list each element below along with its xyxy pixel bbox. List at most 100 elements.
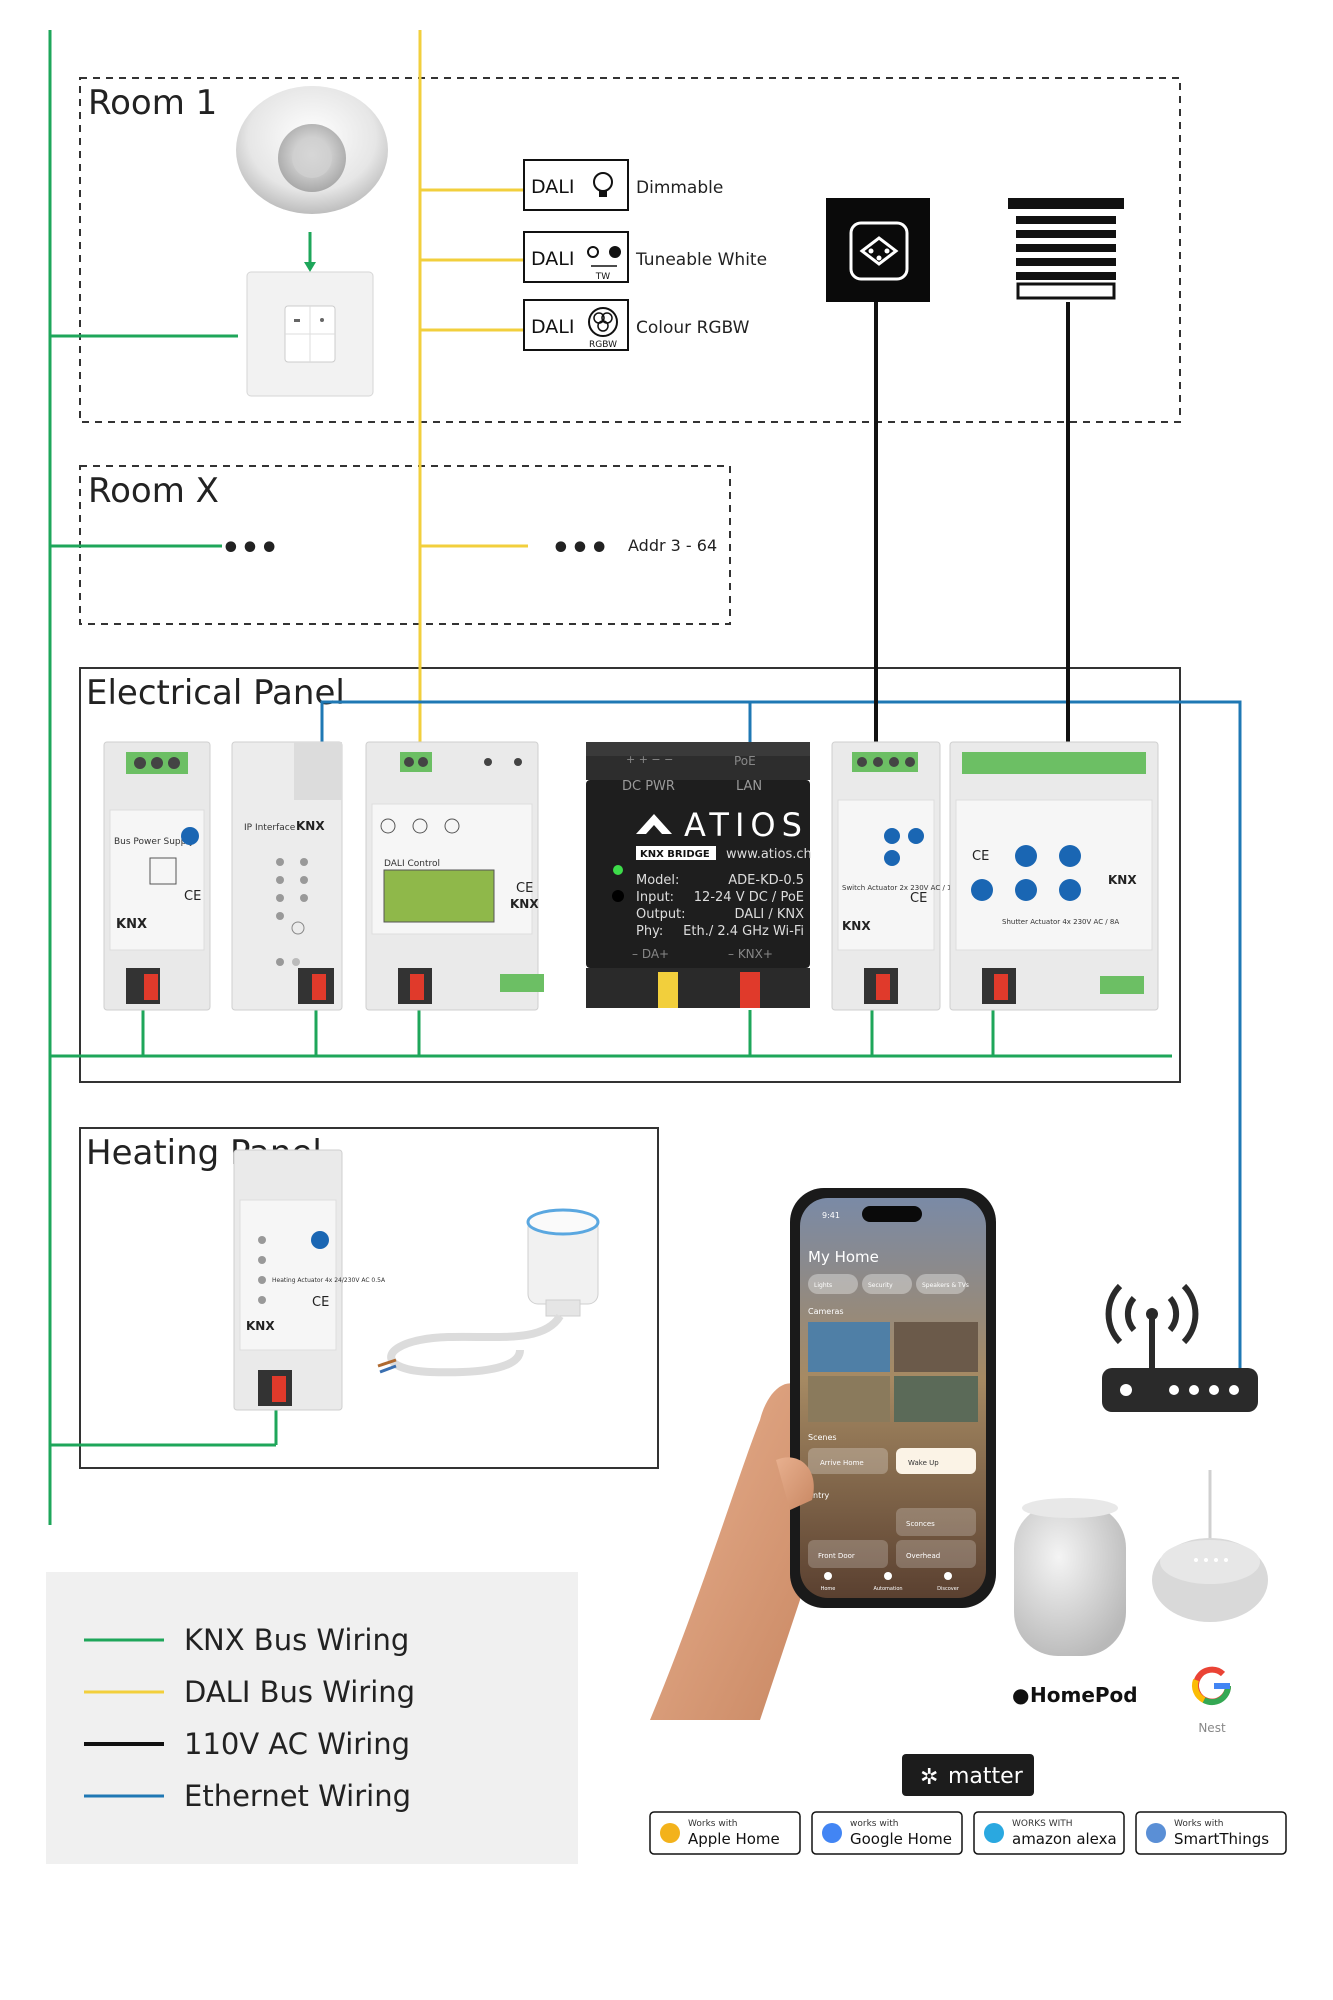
phone-scenes: Arrive Home Wake Up [808,1448,976,1474]
bulb-icon [593,172,613,197]
electrical-panel-label: Electrical Panel [86,673,345,713]
svg-text:Overhead: Overhead [906,1552,940,1560]
svg-text:amazon alexa: amazon alexa [1012,1830,1117,1848]
phone-tab-bar: Home Automation Discover [821,1572,960,1592]
phone-tab[interactable]: Automation [873,1572,903,1592]
phone-scene-tile[interactable]: Wake Up [896,1448,976,1474]
atios-spec-key: Model: [636,873,679,888]
phone-chip[interactable]: Lights [808,1274,858,1294]
phone-scene-tile[interactable]: Arrive Home [808,1448,888,1474]
svg-text:Automation: Automation [873,1586,902,1592]
sun-icon [587,246,621,267]
matter-badge: ✲ matter [902,1754,1034,1796]
legend-label: DALI Bus Wiring [184,1675,415,1709]
shutter-actuator-label: Shutter Actuator 4x 230V AC / 8A [1002,918,1119,926]
rgbw-icon [588,307,618,337]
phone-tab[interactable]: Discover [937,1572,960,1592]
phone-chip[interactable]: Speakers & TVs [916,1274,969,1294]
atios-brand: ATIOS [684,806,808,844]
shutter-actuator-ce: CE [972,849,989,864]
homepod-label: HomePod [1030,1683,1138,1707]
ip-label: IP Interface [244,823,296,833]
badge-logo-icon [984,1823,1004,1843]
google-g-icon [1191,1666,1232,1706]
atios-lan: LAN [736,779,762,794]
power-socket [826,198,930,302]
legend-panel [46,1572,578,1864]
switch-actuator-label: Switch Actuator 2x 230V AC / 16A [842,884,961,892]
svg-text:Apple Home: Apple Home [688,1830,780,1848]
matter-logo-icon: ✲ [920,1765,938,1790]
shutter-actuator-knx: KNX [1108,873,1137,887]
svg-text:Works with: Works with [1174,1819,1223,1829]
svg-text:works with: works with [850,1819,898,1829]
phone-entry-item[interactable]: Overhead [896,1540,976,1568]
atios-knx-bridge: + + − − PoE DC PWR LAN ATIOS KNX BRIDGE … [586,742,812,1008]
atios-spec-value: DALI / KNX [734,907,804,922]
bus-power-supply-module: Bus Power Supply KNX CE [103,741,211,1011]
matter-label: matter [948,1764,1024,1789]
legend-item: KNX Bus Wiring [84,1623,409,1657]
roomx-dots-right: ••• [551,531,609,566]
camera-tile-living[interactable] [894,1322,978,1372]
phone-section-scenes: Scenes [808,1433,837,1442]
heating-panel-box [79,1127,659,1469]
phone-title: My Home [808,1248,879,1266]
legend-item: DALI Bus Wiring [84,1675,415,1709]
nest-label: Nest [1198,1721,1226,1735]
dali-device-frame [523,231,629,283]
thermal-actuator [377,1208,600,1377]
roomx-label: Room X [88,471,219,511]
dali-control-module: DALI Control CE KNX [365,741,544,1011]
legend-label: 110V AC Wiring [184,1727,410,1761]
atios-spec-key: Input: [636,890,674,905]
camera-tile-garden[interactable] [894,1376,978,1422]
room1-label: Room 1 [88,83,217,123]
dali-badge: DALI [531,176,574,198]
phone-entry-item[interactable]: Sconces [896,1508,976,1536]
apple-logo-icon: ● [1012,1683,1029,1707]
ip-interface-module: IP Interface KNX [231,741,343,1011]
dali-device-frame [523,159,629,211]
atios-spec-value: Eth./ 2.4 GHz Wi-Fi [683,924,804,939]
wall-switch [246,271,374,397]
dali-control-label: DALI Control [384,859,440,869]
atios-da-label: – DA+ [632,947,669,961]
roomx-addr: Addr 3 - 64 [628,536,717,555]
ip-knx-logo: KNX [296,819,325,833]
legend-item: 110V AC Wiring [84,1727,410,1761]
svg-text:Home: Home [821,1586,836,1592]
ethernet-wiring [320,700,1242,1378]
svg-text:SmartThings: SmartThings [1174,1830,1269,1848]
shutter-actuator-module: Shutter Actuator 4x 230V AC / 8A KNX CE [949,741,1159,1011]
window-blind-icon [1008,198,1124,300]
camera-tile-pool[interactable] [808,1322,890,1372]
atios-url: www.atios.ch [726,847,812,862]
dali-device-sub: TW [595,272,610,282]
phone-screen [800,1198,986,1598]
svg-text:Lights: Lights [814,1282,832,1289]
nest-mini-speaker [1152,1470,1268,1622]
phone-time: 9:41 [822,1211,840,1220]
heating-actuator-knx: KNX [246,1319,275,1333]
dali-device-name: Tuneable White [635,250,767,270]
phone-entry-item[interactable]: Front Door [808,1540,888,1568]
svg-text:Wake Up: Wake Up [908,1459,939,1467]
legend-label: Ethernet Wiring [184,1779,411,1813]
camera-tile-patio[interactable] [808,1376,890,1422]
dali-device-sub: RGBW [589,340,617,350]
phone-chip[interactable]: Security [862,1274,912,1294]
phone-tab[interactable]: Home [821,1572,836,1592]
dali-badge: DALI [531,316,574,338]
